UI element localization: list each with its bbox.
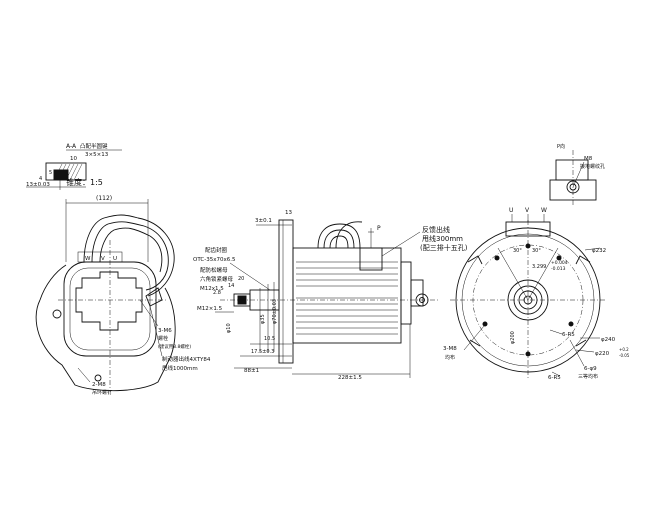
phi9: 6-φ9 [584, 366, 597, 372]
section-note-2: 3×5×13 [85, 152, 109, 158]
d232: φ232 [592, 248, 606, 254]
m8-left: 3-M8 [443, 346, 457, 352]
left-end-view: (112) W V U 3-M6 螺栓 (建议用8.8螺栓) 制动器出线4 [35, 195, 211, 396]
d-228: 228±1.5 [338, 375, 362, 381]
thread-label: M12×1.5 [197, 306, 223, 312]
dim-112: (112) [96, 195, 112, 202]
d-phi10: φ10 [226, 323, 232, 333]
side-view: P 3±0.1 13 配齿封圈 OTC-35x70x6.5 配防松螺母 六角锁紧… [193, 210, 468, 381]
d-175: 17.5±0.3 [251, 349, 274, 355]
section-note-1: 凸配半圆键 [80, 142, 108, 150]
d-phi70: φ70±0.03 [272, 299, 278, 324]
d-14: 14 [228, 283, 234, 289]
phase-w-right: W [541, 207, 547, 214]
nut-label-2: 六角锁紧螺母 [200, 275, 234, 283]
section-title: A-A [66, 143, 77, 150]
d-20: 20 [238, 276, 244, 282]
phase-w: W [85, 256, 91, 262]
right-end-view: U V W 30° 30° φ232 +0.004 3.299 -0.013 φ… [443, 207, 630, 381]
mount-label: 2-M8 [92, 382, 106, 388]
bolt-sub-2: (建议用8.8螺栓) [158, 343, 191, 350]
p-direction-view: P向 M8 接地螺纹孔 [549, 143, 605, 206]
bolt-sub-1: 螺栓 [158, 335, 168, 342]
dim-5: 5 [49, 170, 52, 176]
nut-label-3: M12x1.5 [200, 286, 224, 292]
angle-1: 30° [513, 248, 522, 254]
brake-label: 制动器出线4XTY84 [162, 355, 211, 363]
feedback-label-2: 甩线300mm [422, 234, 463, 243]
phase-u-right: U [509, 207, 513, 214]
tol-4: -0.05 [619, 353, 630, 358]
r5-2: 6-R5 [548, 375, 561, 381]
key-label-2: OTC-35x70x6.5 [193, 257, 236, 263]
d220: φ220 [595, 351, 610, 357]
brake-sub: 甩线1000mm [162, 364, 198, 372]
feedback-connector [359, 247, 383, 271]
phase-v: V [101, 256, 105, 262]
phase-v-right: V [525, 207, 530, 214]
tol-2: -0.013 [551, 266, 566, 272]
p-to-label: P向 [557, 143, 565, 150]
d240: φ240 [601, 337, 616, 343]
mount-sub: 吊环螺钉 [92, 389, 112, 396]
d-13: 13 [285, 210, 292, 216]
bolt-label: 3-M6 [158, 328, 172, 334]
m8-sub: 接地螺纹孔 [580, 163, 605, 170]
p-mark: P [377, 225, 381, 232]
section-aa-detail: A-A 凸配半圆键 3×5×13 10 5 4 13±0.03 锥度：1:5 [26, 142, 122, 190]
r5-1: 6-R5 [562, 332, 575, 338]
phi9-sub: 三等均布 [578, 373, 598, 380]
key-label-1: 配齿封圈 [205, 246, 228, 254]
front-flange [278, 219, 294, 364]
d-3: 3±0.1 [255, 218, 272, 224]
phase-u: U [113, 256, 117, 262]
m8-left-sub: 均布 [445, 354, 455, 361]
d-105: 10.5 [264, 336, 275, 342]
dim-10: 10 [70, 156, 77, 162]
tol-3: +0.2 [619, 347, 629, 352]
tol-val: 3.299 [532, 264, 546, 270]
m8-label: M8 [584, 156, 593, 162]
d-2: 2.8 [213, 290, 221, 296]
dim-13: 13±0.03 [26, 182, 50, 188]
feedback-label-3: (配三排十五孔) [420, 243, 468, 252]
feedback-label-1: 反馈出线 [422, 225, 450, 234]
tol-1: +0.004 [551, 260, 568, 266]
nut-label-1: 配防松螺母 [200, 266, 228, 274]
d-phi35: φ35 [260, 314, 266, 324]
dim-4: 4 [39, 176, 42, 182]
d200: φ200 [510, 331, 516, 344]
taper-label: 锥度：1:5 [66, 177, 103, 187]
d-88: 88±1 [244, 368, 259, 374]
angle-2: 30° [532, 248, 541, 254]
